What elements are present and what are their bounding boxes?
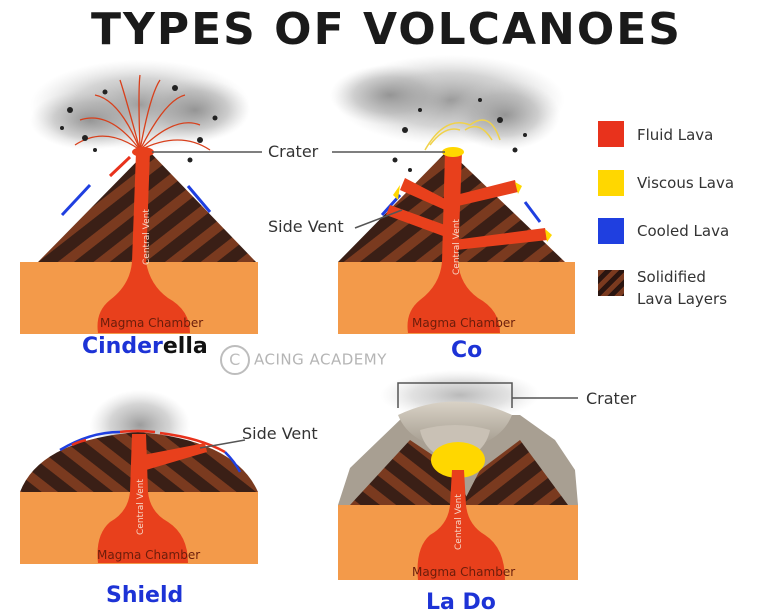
- crater-bracket: [397, 382, 513, 408]
- legend-label: Fluid Lava: [637, 126, 714, 144]
- central-vent-label: Central Vent: [136, 479, 146, 535]
- lava-dome-volcano: Central Vent Magma Chamber: [338, 370, 578, 580]
- side-vent-label: Side Vent: [242, 424, 318, 443]
- shield-name: Shield: [106, 583, 184, 608]
- cinder-cone-name: Cinderella: [82, 334, 208, 359]
- central-vent-label: Central Vent: [142, 209, 152, 265]
- central-vent-label: Central Vent: [452, 219, 462, 275]
- central-vent-label: Central Vent: [454, 494, 464, 550]
- fluid-lava-swatch: [598, 121, 624, 147]
- composite-name: Co: [451, 338, 483, 363]
- side-vent-label: Side Vent: [268, 217, 344, 236]
- crater-label: Crater: [586, 389, 637, 408]
- magma-chamber-label: Magma Chamber: [100, 316, 203, 330]
- legend-label-line: Lava Layers: [637, 290, 728, 308]
- legend-label: Cooled Lava: [637, 222, 730, 240]
- name-part: ella: [162, 334, 208, 359]
- magma-chamber-label: Magma Chamber: [412, 565, 515, 579]
- copyright-icon: C: [220, 345, 250, 375]
- name-part: Cinder: [82, 334, 163, 359]
- magma-chamber-label: Magma Chamber: [412, 316, 515, 330]
- crater-label: Crater: [268, 142, 319, 161]
- composite-volcano: Central Vent Magma Chamber: [330, 55, 575, 334]
- legend-label-line: Solidified: [637, 268, 706, 286]
- shield-volcano: Central Vent Magma Chamber: [20, 390, 258, 564]
- page-title: TYPES OF VOLCANOES: [90, 4, 682, 55]
- legend-label: Viscous Lava: [637, 174, 735, 192]
- magma-chamber-label: Magma Chamber: [97, 548, 200, 562]
- cinder-cone-volcano: Central Vent Magma Chamber: [20, 60, 258, 334]
- solidified-lava-swatch: [598, 270, 624, 296]
- side-vent-leader-line: [199, 439, 246, 449]
- watermark-text: ACING ACADEMY: [254, 350, 387, 369]
- lava-dome-name: La Do: [426, 590, 496, 615]
- viscous-lava-swatch: [598, 170, 624, 196]
- side-vent-leader-line: [354, 209, 403, 229]
- cooled-lava-swatch: [598, 218, 624, 244]
